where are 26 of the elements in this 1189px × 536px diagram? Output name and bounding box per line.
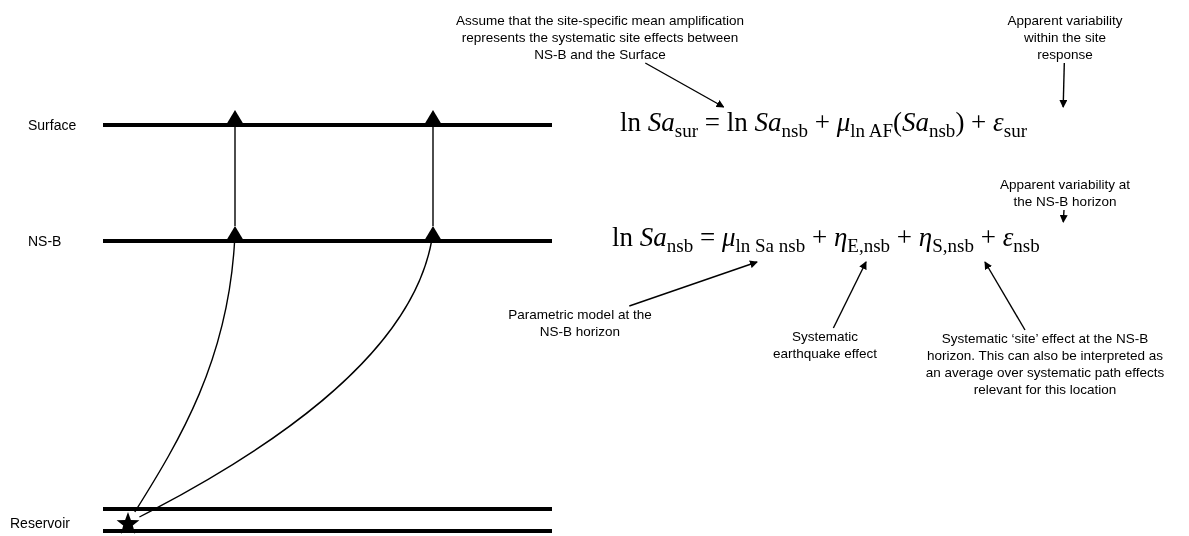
annotation-text: Systematic earthquake effect (760, 328, 890, 362)
horizon-label: NS-B (28, 233, 62, 249)
arrow (1059, 209, 1068, 223)
equation: ln Sa$_{nsb}$ = μ$_{ln Sa nsb}$ + η$_{E,nsb}$ + η$_{S,nsb}$ + ε$_{nsb}$ (612, 222, 1040, 258)
annotation-text: Apparent variability within the site response (995, 12, 1135, 63)
arrow (984, 261, 1026, 331)
arrow (832, 261, 867, 329)
arrow (628, 260, 758, 307)
connector-line (138, 240, 433, 518)
horizon-label: Reservoir (10, 515, 70, 531)
arrow (1059, 62, 1068, 108)
arrow (644, 62, 725, 108)
annotation-text: Apparent variability at the NS-B horizon (995, 176, 1135, 210)
horizon-label: Surface (28, 117, 77, 133)
annotation-text: Parametric model at the NS-B horizon (500, 306, 660, 340)
connector-line (432, 124, 434, 227)
annotation-text: Systematic ‘site’ effect at the NS-B horizon. This can also be interpreted as an average over systematic path effects relevant for this location (925, 330, 1165, 398)
annotation-text: Assume that the site-specific mean amplification represents the systematic site effects between NS-B and the Surface (450, 12, 750, 63)
equation: ln Sa$_{sur}$ = ln Sa$_{nsb}$ + μ$_{ln AF}$(Sa$_{nsb}$) + ε$_{sur}$ (620, 107, 1027, 143)
connector-line (134, 240, 236, 513)
station-triangle (424, 226, 442, 241)
station-triangle (226, 226, 244, 241)
station-triangle (226, 110, 244, 125)
station-triangle (424, 110, 442, 125)
star-icon (116, 512, 140, 534)
connector-line (234, 124, 236, 227)
